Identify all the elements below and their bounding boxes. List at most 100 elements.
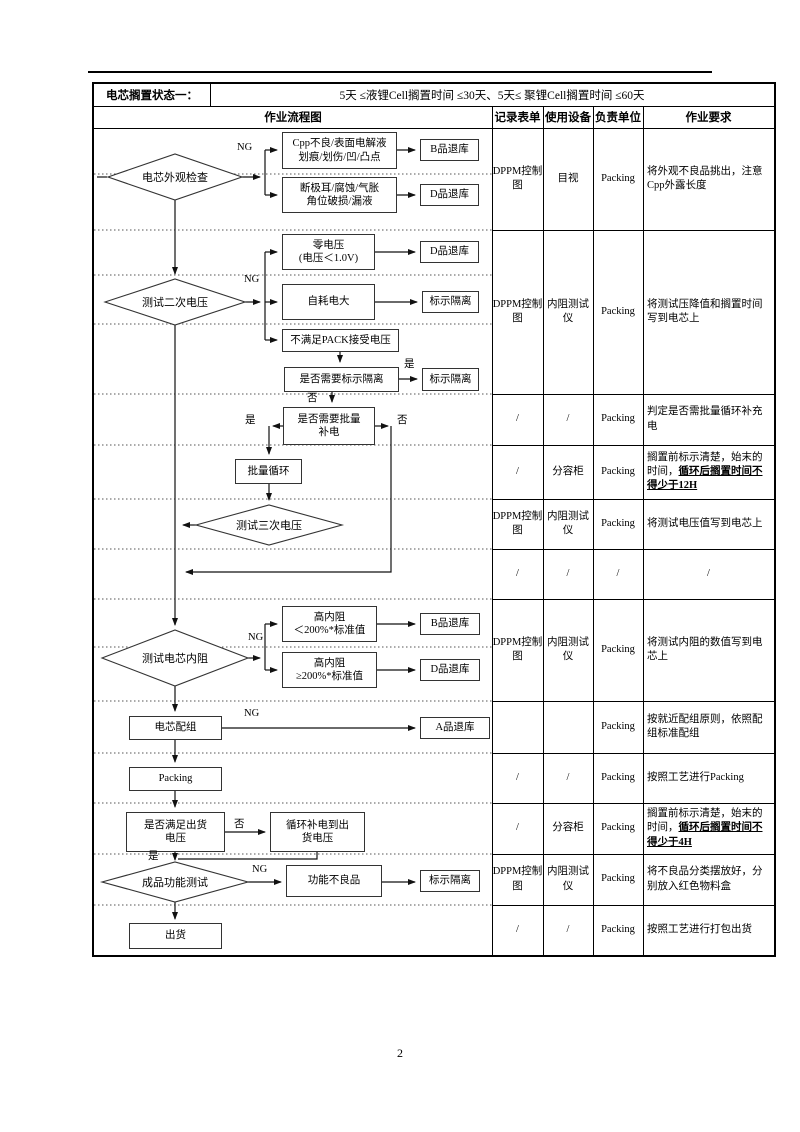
cell-owner: Packing xyxy=(601,822,635,834)
req-normal: 将不良品分类摆放好，分别放入红色物料盒 xyxy=(647,866,763,892)
decision-function-test-label: 成品功能测试 xyxy=(142,877,208,889)
cell-requirement: 按照工艺进行Packing xyxy=(643,753,774,803)
node-line: 货电压 xyxy=(301,833,334,844)
no-label: 否 xyxy=(397,415,408,426)
cell-requirement: 将测试电压值写到电芯上 xyxy=(643,499,774,549)
cell-owner: Packing xyxy=(601,172,635,184)
grid-line xyxy=(492,701,774,702)
node-a-return: A品退库 xyxy=(420,717,490,739)
cell-record: / xyxy=(516,567,519,579)
node-d-return-3: D品退库 xyxy=(420,659,480,681)
requirement-text: 判定是否需批量循环补充电 xyxy=(647,405,770,433)
no-label: 否 xyxy=(307,393,318,404)
requirement-text: 搁置前标示清楚，始末的时间，循环后搁置时间不得少于12H xyxy=(647,451,770,494)
cell-record: / xyxy=(516,923,519,935)
node-line: 高内阻 xyxy=(313,611,346,623)
node-line: 循环补电到出 xyxy=(286,819,349,831)
node-line: 断极耳/腐蚀/气胀 xyxy=(299,182,380,194)
status-title: 电芯搁置状态一： xyxy=(106,90,198,102)
ng-label: NG xyxy=(248,632,264,643)
requirement-text: 将测试压降值和搁置时间写到电芯上 xyxy=(647,298,770,326)
node-line: ＜200%*标准值 xyxy=(293,625,366,636)
node-line: Cpp不良/表面电解液 xyxy=(292,138,387,150)
node-mark-isolate-1: 标示隔离 xyxy=(422,291,479,313)
grid-line xyxy=(492,445,774,446)
process-table: 电芯搁置状态一： 5天 ≤液锂Cell搁置时间 ≤30天、5天≤ 聚锂Cell搁… xyxy=(92,82,776,957)
node-function-defect: 功能不良品 xyxy=(286,865,382,897)
decision-appearance-shape xyxy=(106,153,244,201)
cell-owner: Packing xyxy=(601,873,635,885)
req-normal: 将测试压降值和搁置时间写到电芯上 xyxy=(647,298,763,324)
cell-requirement: 将测试压降值和搁置时间写到电芯上 xyxy=(643,230,774,394)
cell-record: / xyxy=(516,822,519,834)
cell-owner: Packing xyxy=(601,923,635,935)
requirement-text: 将不良品分类摆放好，分别放入红色物料盒 xyxy=(647,865,770,893)
cell-requirement: 按照工艺进行打包出货 xyxy=(643,905,774,955)
req-normal: 将测试内阻的数值写到电芯上 xyxy=(647,636,763,662)
cell-owner: Packing xyxy=(601,720,635,732)
requirement-text: 按照工艺进行Packing xyxy=(647,771,744,785)
no-label: 否 xyxy=(234,819,245,830)
node-line: 零电压 xyxy=(312,239,345,251)
node-line: 高内阻 xyxy=(313,657,346,669)
decision-third-voltage-label: 测试三次电压 xyxy=(236,520,302,532)
node-ship: 出货 xyxy=(129,923,222,949)
grid-line xyxy=(492,549,774,550)
cell-device: 目视 xyxy=(557,172,579,184)
req-normal: 按就近配组原则，依照配组标准配组 xyxy=(647,713,763,739)
cell-record: / xyxy=(516,465,519,477)
cell-record: / xyxy=(516,413,519,425)
node-cpp-defect: Cpp不良/表面电解液划痕/划伤/凹/凸点 xyxy=(282,132,397,169)
node-cell-grouping: 电芯配组 xyxy=(129,716,222,740)
node-line: 电压 xyxy=(165,833,186,844)
cell-requirement: 按就近配组原则，依照配组标准配组 xyxy=(643,701,774,753)
decision-appearance-label: 电芯外观检查 xyxy=(142,172,208,184)
yes-label: 是 xyxy=(245,415,256,426)
cell-record: DPPM控制图 xyxy=(492,636,543,662)
column-header-flow: 作业流程图 xyxy=(264,112,322,124)
yes-label: 是 xyxy=(148,851,159,862)
req-normal: / xyxy=(707,567,710,579)
grid-line xyxy=(492,499,774,500)
grid-line xyxy=(492,753,774,754)
req-normal: 按照工艺进行Packing xyxy=(647,771,744,783)
page-number: 2 xyxy=(397,1046,403,1060)
cell-record xyxy=(492,701,543,753)
cell-device: 内阻测试仪 xyxy=(547,636,589,662)
decision-second-voltage-shape xyxy=(103,278,247,326)
node-high-ir-lt: 高内阻 ＜200%*标准值 xyxy=(282,606,377,642)
node-packing: Packing xyxy=(129,767,222,791)
cell-requirement: 将不良品分类摆放好，分别放入红色物料盒 xyxy=(643,854,774,905)
column-header-owner: 负责单位 xyxy=(595,112,641,124)
column-header-requirement: 作业要求 xyxy=(685,112,732,124)
cell-record: DPPM控制图 xyxy=(492,298,543,324)
node-mark-isolate-3: 标示隔离 xyxy=(420,870,480,892)
grid-line xyxy=(593,106,594,955)
cell-requirement: 将外观不良品挑出，注意Cpp外露长度 xyxy=(643,128,774,230)
grid-line xyxy=(210,84,211,106)
ng-label: NG xyxy=(237,142,253,153)
grid-line xyxy=(492,599,774,600)
cell-record: DPPM控制图 xyxy=(492,510,543,536)
node-zero-voltage: 零电压(电压＜1.0V) xyxy=(282,234,375,270)
grid-line xyxy=(94,106,774,107)
cell-requirement: 搁置前标示清楚，始末的时间，循环后搁置时间不得少于4H xyxy=(643,803,774,854)
node-below-pack-voltage: 不满足PACK接受电压 xyxy=(282,329,399,352)
node-line: 是否满足出货 xyxy=(144,819,207,831)
decision-third-voltage-shape xyxy=(193,504,345,546)
grid-line xyxy=(643,106,644,955)
header-rule xyxy=(88,71,712,73)
node-b-return-1: B品退库 xyxy=(420,139,479,161)
grid-line xyxy=(492,905,774,906)
cell-requirement: 将测试内阻的数值写到电芯上 xyxy=(643,599,774,701)
cell-device: 内阻测试仪 xyxy=(547,298,589,324)
cell-owner: / xyxy=(616,567,620,579)
node-d-return-1: D品退库 xyxy=(420,184,479,206)
decision-function-test-shape xyxy=(99,861,251,903)
requirement-text: 将测试内阻的数值写到电芯上 xyxy=(647,636,770,664)
node-line: ≥200%*标准值 xyxy=(295,671,363,682)
cell-requirement: 搁置前标示清楚，始末的时间，循环后搁置时间不得少于12H xyxy=(643,445,774,499)
decision-ir-test-shape xyxy=(100,629,250,687)
requirement-text: 搁置前标示清楚，始末的时间，循环后搁置时间不得少于4H xyxy=(647,807,770,850)
